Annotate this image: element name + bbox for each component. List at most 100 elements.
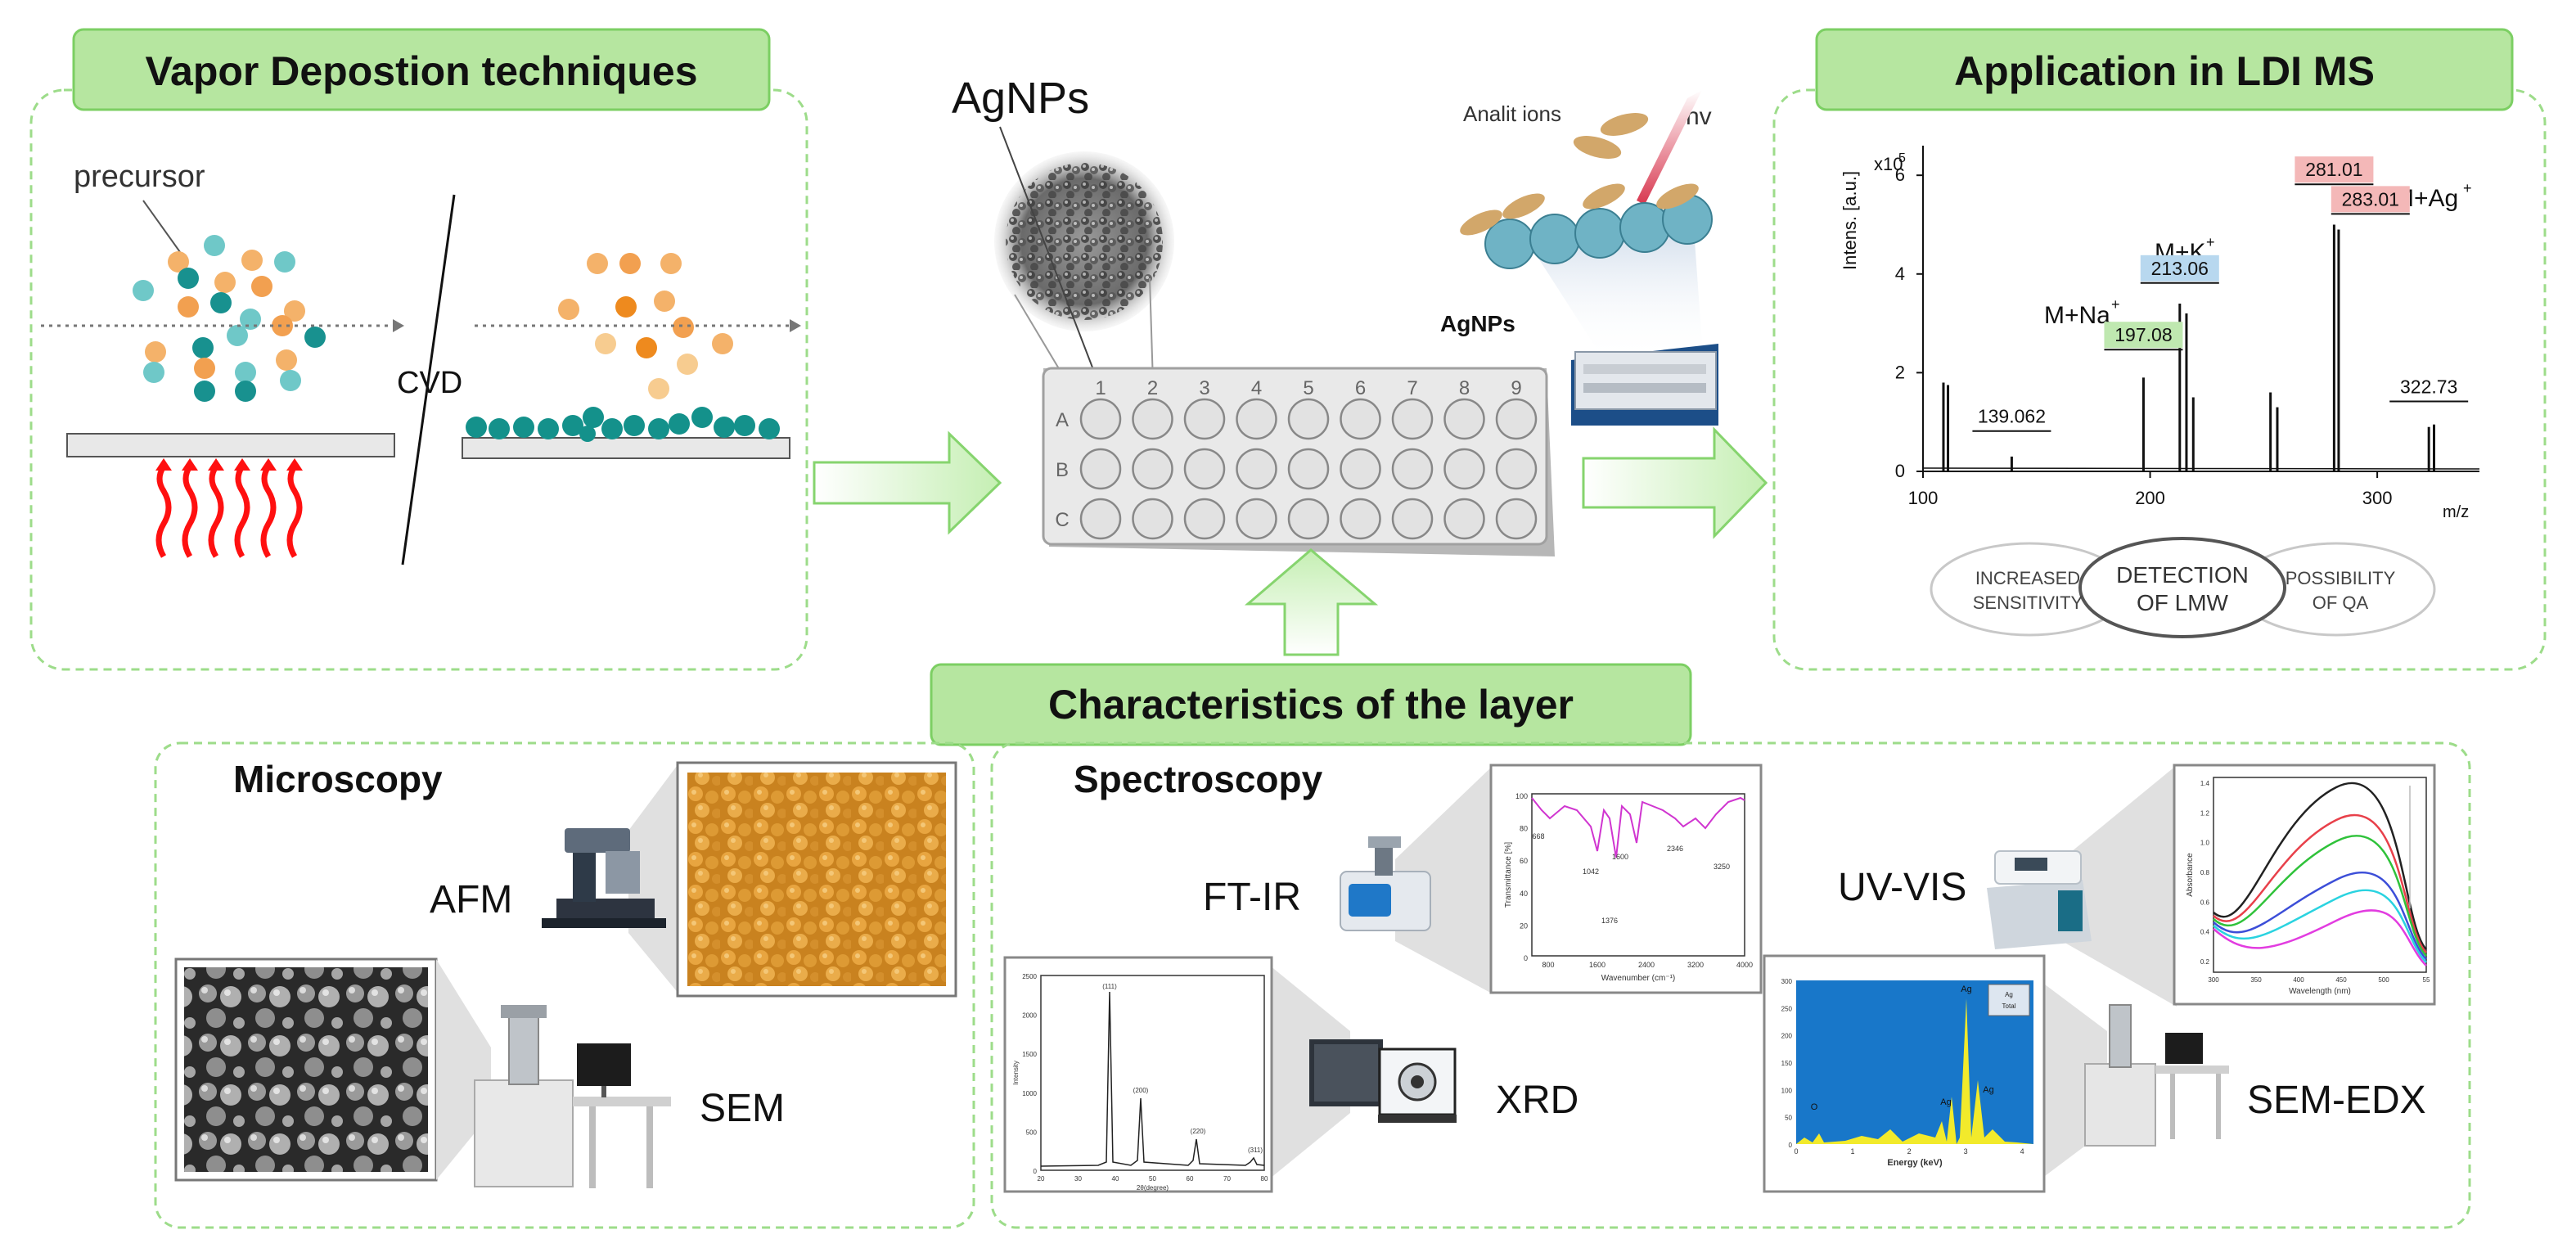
ldi-illustration: Analit ions hv AgNPs (1440, 90, 1718, 426)
ftir-ylabel: Transmittance [%] (1504, 842, 1513, 908)
plate-well (1287, 398, 1330, 440)
plate-well (1340, 398, 1381, 440)
ms-peak-label: 197.08 (2114, 324, 2172, 345)
plate-well (1287, 498, 1330, 540)
benefit-ovals: INCREASED SENSITIVITY DETECTION OF LMW P… (1930, 537, 2436, 638)
ms-peak-label: 283.01 (2342, 188, 2399, 210)
ms-ytick-label: 4 (1895, 264, 1905, 284)
title-box (72, 28, 771, 111)
uv-ytick-label: 1.4 (2200, 780, 2210, 787)
oval-right-line2: OF QA (2313, 592, 2369, 613)
edx-legend-box (1988, 984, 2030, 1016)
plate-well (1132, 398, 1173, 440)
xrd-xtick-label: 60 (1187, 1175, 1194, 1183)
plate-col-label: 2 (1147, 377, 1158, 399)
ftir-curve (1531, 796, 1745, 858)
deposition-particles (558, 253, 733, 399)
oval-right-line1: POSSIBILITY (2286, 568, 2396, 588)
uv-xtick-label: 500 (2378, 976, 2389, 984)
plate-col-label: 6 (1355, 377, 1366, 399)
ms-ytick-label: 6 (1895, 164, 1905, 185)
edx-xtick-label: 1 (1851, 1147, 1855, 1156)
ftir-peak-label: 1042 (1583, 867, 1599, 876)
ftir-xtick-label: 4000 (1736, 961, 1753, 969)
plate-well (1340, 498, 1381, 540)
agnps-label: AgNPs (952, 74, 1089, 123)
ms-baseline (1922, 467, 2480, 470)
uv-curve (2213, 835, 2427, 957)
xrd-ytick-label: 2000 (1022, 1012, 1037, 1020)
xrd-xtick-label: 70 (1223, 1175, 1231, 1183)
ms-peak-label: 213.06 (2151, 258, 2209, 279)
plate-well (1236, 398, 1277, 440)
title-box (1815, 28, 2514, 111)
ms-ytick-label: 2 (1895, 362, 1905, 382)
ms-ylabel: Intens. [a.u.] (1840, 171, 1860, 270)
xrd-ytick-label: 2500 (1022, 973, 1037, 980)
uv-xlabel: Wavelength (nm) (2289, 987, 2351, 996)
edx-legend-item: Total (2002, 1002, 2016, 1010)
substrate-left (66, 433, 395, 457)
semedx-instrument-icon (2084, 1004, 2229, 1147)
ftir-peak-label: 3250 (1714, 863, 1730, 871)
sem-image (184, 967, 428, 1172)
plate-well (1183, 448, 1226, 490)
edx-peak-label: Ag (1940, 1097, 1951, 1107)
edx-peak-label: Ag (1983, 1085, 1993, 1095)
sem-instrument-icon (474, 1005, 671, 1188)
edx-ytick-label: 250 (1781, 1005, 1793, 1012)
xrd-xtick-label: 30 (1074, 1175, 1082, 1183)
precursor-particles (133, 235, 326, 402)
microscopy-title: Microscopy (233, 758, 443, 800)
deposited-layer (466, 407, 780, 442)
afm-instrument-icon (542, 828, 666, 928)
ftir-callout (1395, 765, 1493, 994)
xrd-instrument-icon (1309, 1039, 1457, 1123)
uv-xtick-label: 450 (2335, 976, 2347, 984)
label-mag-sup: + (2463, 180, 2472, 196)
uv-xtick-label: 300 (2208, 976, 2219, 984)
plate-well (1287, 448, 1330, 490)
xrd-label: XRD (1496, 1079, 1578, 1122)
uv-curve (2213, 909, 2427, 966)
plate-well (1183, 498, 1226, 540)
plate-well (1079, 448, 1122, 490)
xrd-axes (1040, 975, 1265, 1171)
uvvis-callout (2062, 765, 2177, 1007)
afm-callout (628, 763, 679, 994)
plate-well (1132, 448, 1173, 490)
edx-peak-label: O (1811, 1102, 1818, 1112)
plate-row-label: C (1055, 509, 1069, 531)
spectroscopy-title: Spectroscopy (1074, 758, 1323, 800)
ion (1460, 210, 1502, 236)
sem-label: SEM (700, 1087, 785, 1130)
edx-xtick-label: 3 (1964, 1147, 1968, 1156)
nanoparticle-texture (1006, 163, 1163, 320)
afm-image (687, 773, 946, 986)
label-mna-sup: + (2111, 296, 2120, 313)
cvd-label: CVD (397, 366, 462, 400)
oval-mid-line2: OF LMW (2137, 590, 2229, 615)
plate-col-label: 4 (1251, 377, 1262, 399)
label-mna: M+Na (2044, 302, 2110, 329)
agnp-spheres (1484, 194, 1713, 269)
heat-arrows (155, 465, 303, 558)
uv-ytick-label: 0.2 (2200, 958, 2210, 966)
edx-ytick-label: 100 (1781, 1087, 1793, 1094)
plate-well (1079, 498, 1122, 540)
plate-well (1443, 498, 1485, 540)
edx-xlabel: Energy (keV) (1887, 1158, 1943, 1168)
microscopy-panel: Microscopy AFM SEM (154, 741, 975, 1229)
uv-curve (2213, 782, 2427, 950)
flow-arrow-right (790, 319, 801, 332)
ftir-ytick-label: 20 (1520, 921, 1528, 930)
panel-title: Vapor Depostion techniques (145, 48, 697, 94)
substrate-right (462, 437, 790, 459)
uv-ytick-label: 0.6 (2200, 899, 2210, 906)
ms-peak-label-bg (2331, 186, 2410, 213)
ftir-ytick-label: 80 (1520, 825, 1528, 833)
oval-left-line2: SENSITIVITY (1973, 592, 2083, 613)
flow-arrow-left (393, 319, 404, 332)
